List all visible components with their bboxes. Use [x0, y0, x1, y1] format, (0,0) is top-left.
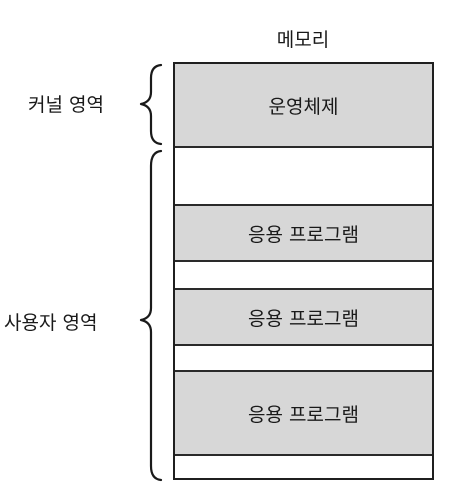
memory-box: 운영체제 응용 프로그램 응용 프로그램 응용 프로그램 [173, 62, 434, 480]
app-block-3-label: 응용 프로그램 [248, 403, 359, 426]
app-block-1-label: 응용 프로그램 [248, 223, 359, 246]
os-block: 운영체제 [175, 64, 432, 148]
app-block-3: 응용 프로그램 [175, 370, 432, 456]
app-block-2-label: 응용 프로그램 [248, 307, 359, 330]
user-region-label: 사용자 영역 [4, 312, 98, 334]
os-block-label: 운영체제 [268, 95, 339, 118]
memory-title: 메모리 [276, 29, 330, 51]
user-region-bracket [139, 149, 163, 482]
app-block-2: 응용 프로그램 [175, 288, 432, 346]
kernel-region-label: 커널 영역 [28, 94, 104, 116]
app-block-1: 응용 프로그램 [175, 204, 432, 262]
kernel-region-bracket [139, 63, 163, 146]
